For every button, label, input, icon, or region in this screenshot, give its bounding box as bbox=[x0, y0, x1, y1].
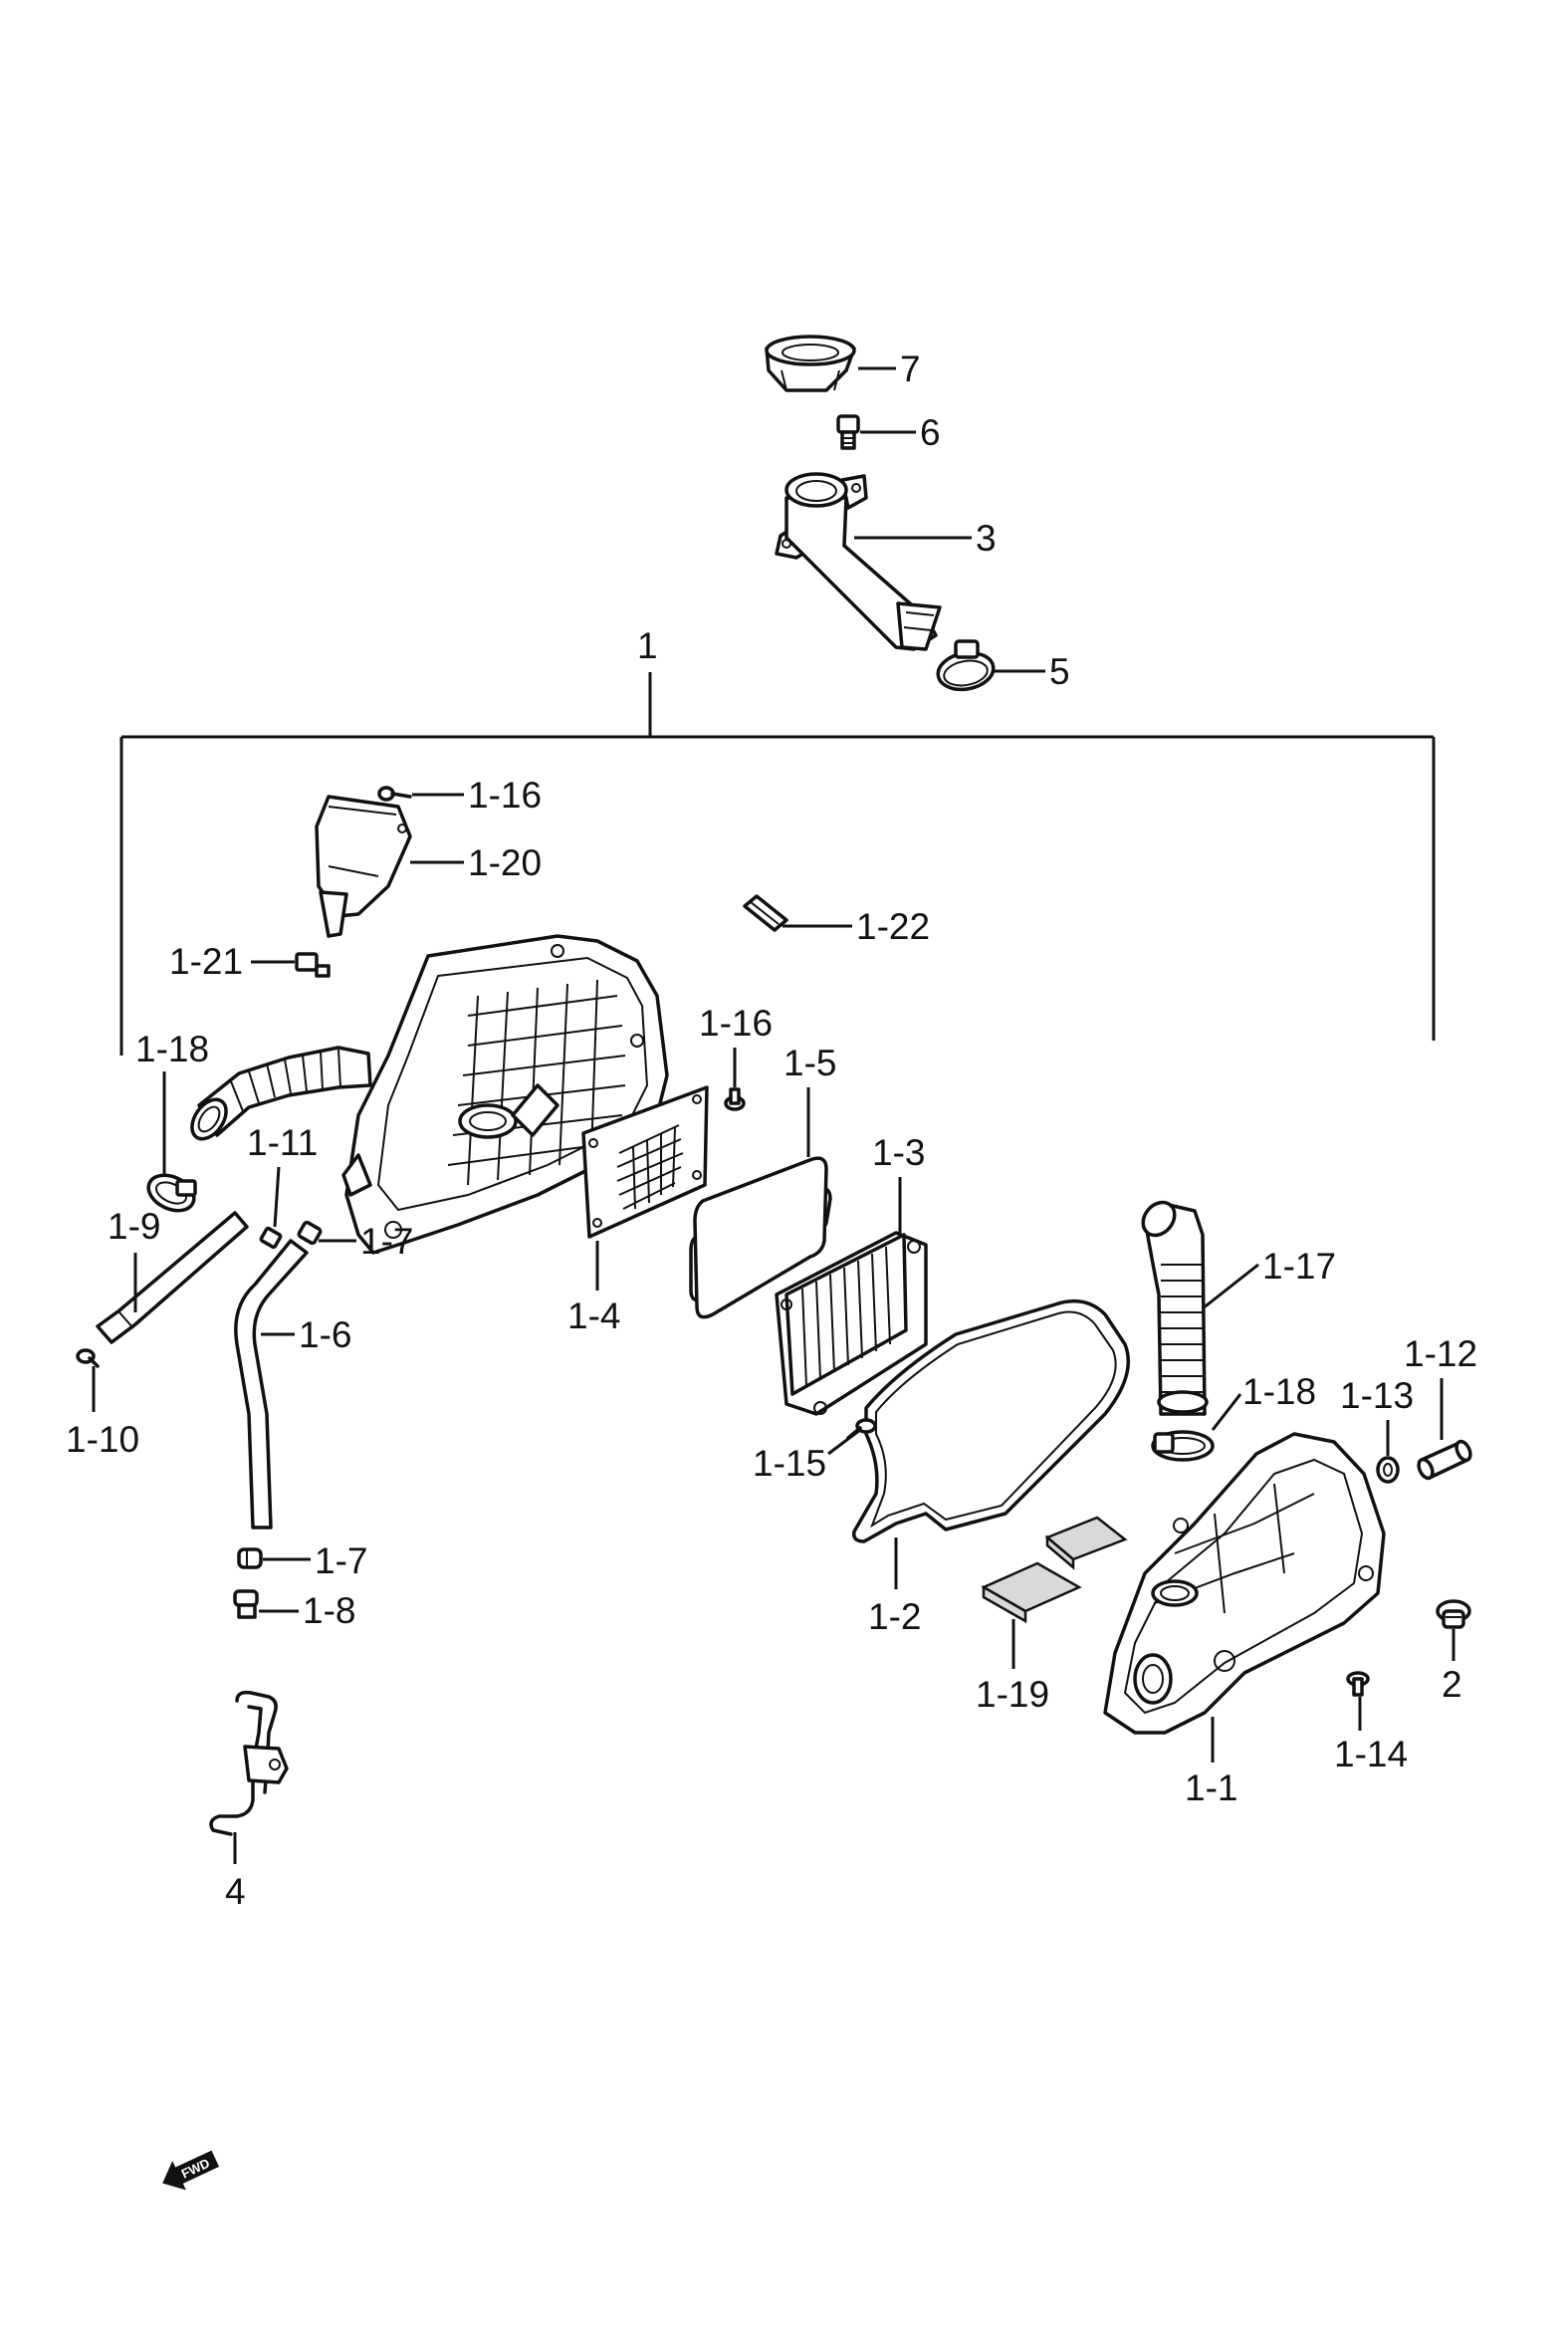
part-5-hose-clamp bbox=[936, 639, 996, 692]
part-4-wire-bracket bbox=[209, 1690, 289, 1836]
label-1-5: 1-5 bbox=[784, 1043, 836, 1083]
label-1-9: 1-9 bbox=[108, 1206, 160, 1247]
part-1-18-clamp-left bbox=[146, 1173, 197, 1213]
part-1-11-hose-clip bbox=[259, 1226, 283, 1250]
label-1-18-right: 1-18 bbox=[1242, 1371, 1316, 1412]
label-1-17: 1-17 bbox=[1262, 1246, 1336, 1287]
label-1-20: 1-20 bbox=[468, 842, 542, 883]
label-4: 4 bbox=[225, 1871, 246, 1912]
label-1-1: 1-1 bbox=[1185, 1767, 1237, 1808]
fwd-arrow-icon: FWD bbox=[162, 2150, 220, 2191]
intake-corrugated-tube bbox=[190, 1046, 372, 1141]
part-1-4-plate bbox=[581, 1085, 709, 1239]
label-1-2: 1-2 bbox=[868, 1596, 921, 1637]
part-1-16-screw-mid bbox=[724, 1087, 746, 1111]
label-1-16-mid: 1-16 bbox=[699, 1003, 773, 1044]
part-1-10-clip bbox=[76, 1348, 100, 1368]
air-cleaner-case-rear bbox=[341, 934, 669, 1255]
part-1-7-clip-upper bbox=[297, 1220, 323, 1246]
label-1-11: 1-11 bbox=[247, 1122, 318, 1163]
label-1-6: 1-6 bbox=[299, 1314, 351, 1355]
label-1-19: 1-19 bbox=[976, 1674, 1049, 1715]
label-1-15: 1-15 bbox=[753, 1443, 826, 1484]
label-6: 6 bbox=[920, 412, 941, 453]
part-2-bolt bbox=[1436, 1599, 1471, 1629]
label-1-12: 1-12 bbox=[1404, 1333, 1477, 1374]
label-1-22: 1-22 bbox=[856, 906, 930, 947]
label-1-10: 1-10 bbox=[66, 1419, 139, 1460]
label-1-21: 1-21 bbox=[169, 941, 243, 982]
plate-mesh bbox=[616, 1124, 684, 1210]
part-1-13-grommet bbox=[1376, 1456, 1400, 1484]
label-5: 5 bbox=[1049, 651, 1070, 692]
part-7-cap bbox=[765, 335, 856, 392]
filter-pleats bbox=[801, 1246, 891, 1387]
assembly-bracket bbox=[119, 672, 1436, 1056]
label-1-14: 1-14 bbox=[1334, 1734, 1408, 1774]
part-1-18-clamp-right bbox=[1151, 1430, 1215, 1462]
label-3: 3 bbox=[976, 518, 997, 559]
part-1-20-resonator bbox=[315, 795, 412, 938]
part-1-21-drain-plug bbox=[295, 952, 331, 978]
label-2: 2 bbox=[1442, 1664, 1462, 1705]
part-6-bolt bbox=[836, 414, 860, 450]
part-1-16-screw-top bbox=[377, 786, 412, 802]
part-1-7-clip-lower bbox=[237, 1547, 263, 1569]
part-1-6-hose bbox=[234, 1239, 309, 1529]
part-3-intake-duct bbox=[775, 472, 942, 651]
label-7: 7 bbox=[900, 349, 921, 389]
part-1-3-filter bbox=[775, 1231, 928, 1416]
part-1-8-plug bbox=[233, 1589, 259, 1619]
part-1-2-large-gasket bbox=[851, 1298, 1130, 1543]
part-1-17-snorkel bbox=[1141, 1200, 1209, 1416]
label-1-16-top: 1-16 bbox=[468, 775, 542, 816]
label-1-8: 1-8 bbox=[303, 1590, 355, 1631]
label-1-18-left: 1-18 bbox=[135, 1029, 209, 1069]
label-1-7-upper: 1-7 bbox=[360, 1221, 413, 1262]
part-1-12-sleeve bbox=[1417, 1439, 1472, 1481]
part-1-5-gasket bbox=[689, 1156, 832, 1319]
label-1-3: 1-3 bbox=[872, 1132, 925, 1173]
part-1-1-case-front bbox=[1103, 1432, 1386, 1735]
part-1-22-clip bbox=[743, 894, 788, 932]
label-1-13: 1-13 bbox=[1340, 1375, 1414, 1416]
part-1-14-screw bbox=[1346, 1671, 1370, 1697]
label-1: 1 bbox=[637, 625, 658, 666]
label-1-4: 1-4 bbox=[567, 1295, 620, 1336]
label-1-7-lower: 1-7 bbox=[315, 1540, 367, 1581]
part-1-19-pads bbox=[981, 1516, 1128, 1624]
